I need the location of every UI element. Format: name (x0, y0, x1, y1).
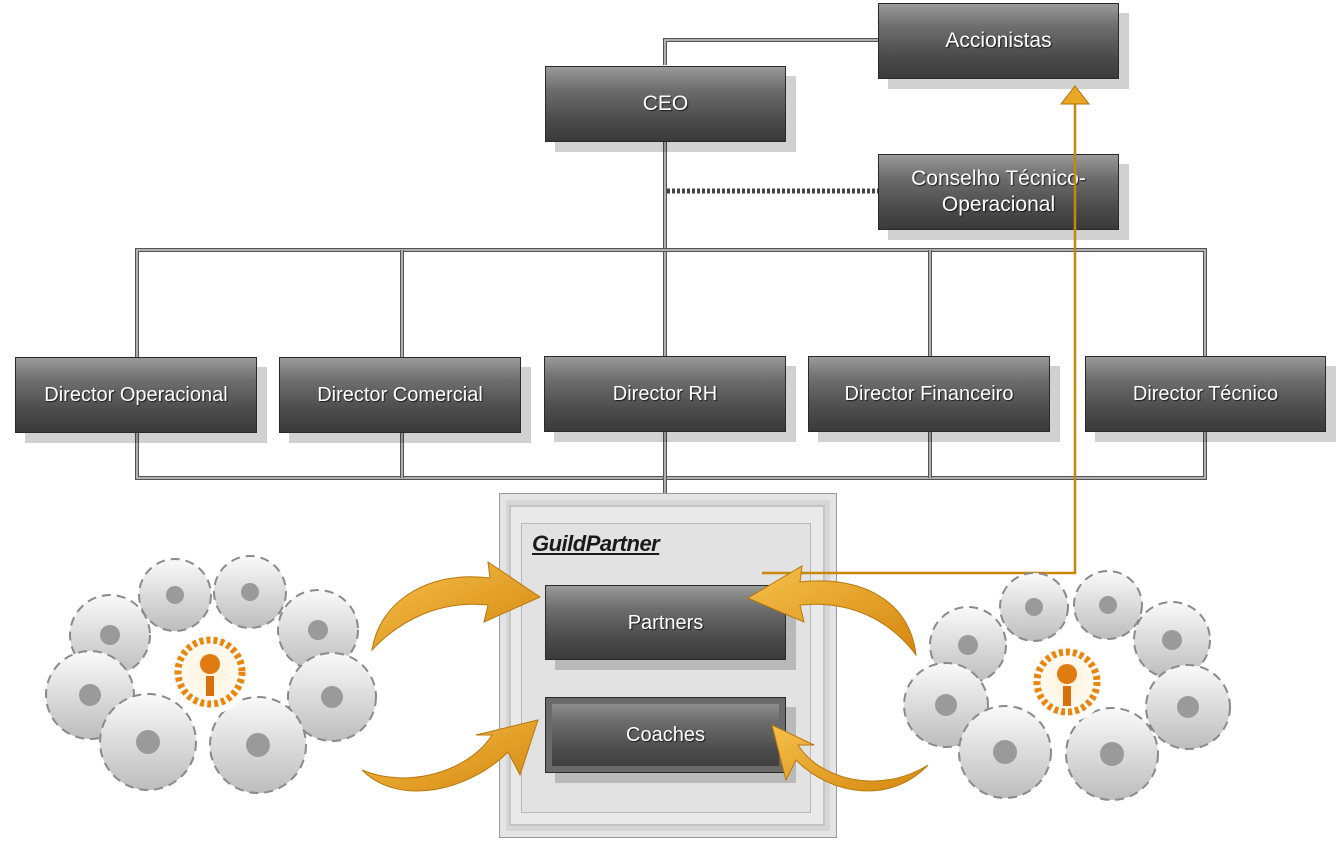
node-label: Director Comercial (317, 384, 483, 406)
node-ceo[interactable]: CEO (545, 66, 786, 142)
node-label-line1: Conselho Técnico- (911, 167, 1086, 190)
node-director-operacional[interactable]: Director Operacional (15, 357, 257, 433)
node-director-tecnico[interactable]: Director Técnico (1085, 356, 1326, 432)
node-director-comercial[interactable]: Director Comercial (279, 357, 521, 433)
gear-cluster-right-icon (903, 570, 1231, 801)
node-label-line2: Operacional (941, 193, 1056, 216)
node-label: Director Técnico (1132, 383, 1279, 405)
gear-cluster-left-icon (45, 555, 377, 794)
connector-guildpartner-accionistas (762, 102, 1077, 575)
curved-arrow-icon (746, 565, 917, 657)
node-director-rh[interactable]: Director RH (544, 356, 786, 432)
node-coaches[interactable]: Coaches (545, 697, 786, 773)
curved-arrow-icon (771, 724, 929, 792)
node-label: CEO (642, 92, 689, 115)
node-accionistas[interactable]: Accionistas (878, 3, 1119, 79)
node-label: Director Financeiro (844, 383, 1014, 405)
node-partners[interactable]: Partners (545, 585, 786, 660)
node-conselho-tecnico-operacional[interactable]: Conselho Técnico- Operacional (878, 154, 1119, 230)
curved-arrow-icon (361, 719, 539, 792)
node-label: Director RH (612, 383, 718, 405)
node-label: Partners (627, 611, 704, 634)
guildpartner-title: GuildPartner (532, 531, 660, 556)
node-label: Director Operacional (44, 384, 228, 406)
arrowhead-up-icon (1059, 85, 1091, 105)
node-label: Accionistas (945, 29, 1052, 52)
node-director-financeiro[interactable]: Director Financeiro (808, 356, 1050, 432)
curved-arrow-icon (371, 560, 542, 652)
node-label: Coaches (626, 724, 705, 746)
